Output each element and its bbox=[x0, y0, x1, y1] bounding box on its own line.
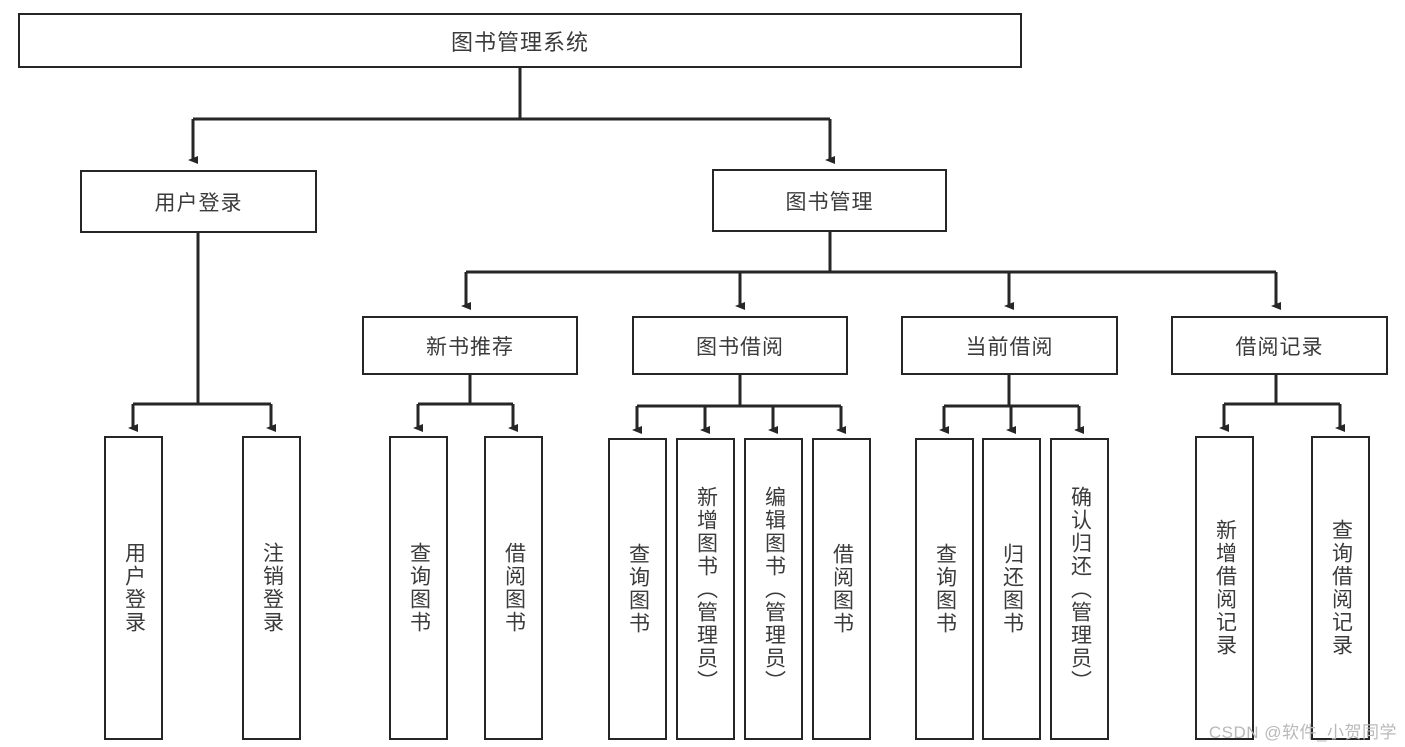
node-label: 确认归还（管理员） bbox=[1068, 485, 1092, 693]
node-label: 图书借阅 bbox=[696, 335, 784, 359]
node-label: 借阅图书 bbox=[502, 542, 526, 634]
node-label: 新增图书（管理员） bbox=[694, 485, 718, 693]
node-label: 当前借阅 bbox=[965, 335, 1054, 359]
leaf-borrow-add-book[interactable]: 新增图书（管理员） bbox=[676, 438, 735, 740]
node-label: 图书管理 bbox=[785, 190, 874, 214]
node-label: 借阅记录 bbox=[1235, 335, 1324, 359]
node-book-management[interactable]: 图书管理 bbox=[712, 169, 947, 232]
leaf-user-login-logout[interactable]: 注销登录 bbox=[242, 436, 301, 740]
leaf-current-return-book[interactable]: 归还图书 bbox=[982, 438, 1041, 740]
node-label: 编辑图书（管理员） bbox=[762, 485, 786, 693]
node-current-borrow[interactable]: 当前借阅 bbox=[901, 316, 1118, 375]
node-label: 借阅图书 bbox=[830, 543, 854, 635]
node-book-borrow[interactable]: 图书借阅 bbox=[632, 316, 848, 375]
leaf-current-confirm-return[interactable]: 确认归还（管理员） bbox=[1050, 438, 1109, 740]
node-borrow-record[interactable]: 借阅记录 bbox=[1171, 316, 1388, 375]
node-label: 新书推荐 bbox=[426, 335, 514, 359]
leaf-borrow-query-book[interactable]: 查询图书 bbox=[608, 438, 667, 740]
node-label: 查询图书 bbox=[626, 543, 650, 635]
leaf-recommend-borrow-book[interactable]: 借阅图书 bbox=[484, 436, 543, 740]
leaf-record-query-record[interactable]: 查询借阅记录 bbox=[1311, 436, 1370, 740]
node-label: 查询图书 bbox=[407, 542, 431, 634]
node-label: 图书管理系统 bbox=[450, 29, 589, 55]
node-user-login[interactable]: 用户登录 bbox=[80, 170, 317, 233]
leaf-current-query-book[interactable]: 查询图书 bbox=[915, 438, 974, 740]
node-label: 查询借阅记录 bbox=[1329, 519, 1353, 657]
node-new-book-recommend[interactable]: 新书推荐 bbox=[362, 316, 578, 375]
node-label: 新增借阅记录 bbox=[1213, 519, 1237, 657]
node-label: 用户登录 bbox=[122, 542, 146, 634]
leaf-user-login-login[interactable]: 用户登录 bbox=[104, 436, 163, 740]
leaf-borrow-edit-book[interactable]: 编辑图书（管理员） bbox=[744, 438, 803, 740]
node-label: 查询图书 bbox=[933, 543, 957, 635]
watermark-text: CSDN @软件_小贺同学 bbox=[1208, 723, 1397, 742]
node-root-system[interactable]: 图书管理系统 bbox=[18, 13, 1022, 68]
leaf-borrow-borrow-book[interactable]: 借阅图书 bbox=[812, 438, 871, 740]
node-label: 用户登录 bbox=[154, 191, 243, 215]
leaf-record-add-record[interactable]: 新增借阅记录 bbox=[1195, 436, 1254, 740]
leaf-recommend-query-book[interactable]: 查询图书 bbox=[389, 436, 448, 740]
node-label: 归还图书 bbox=[1000, 543, 1024, 635]
node-label: 注销登录 bbox=[260, 542, 284, 634]
